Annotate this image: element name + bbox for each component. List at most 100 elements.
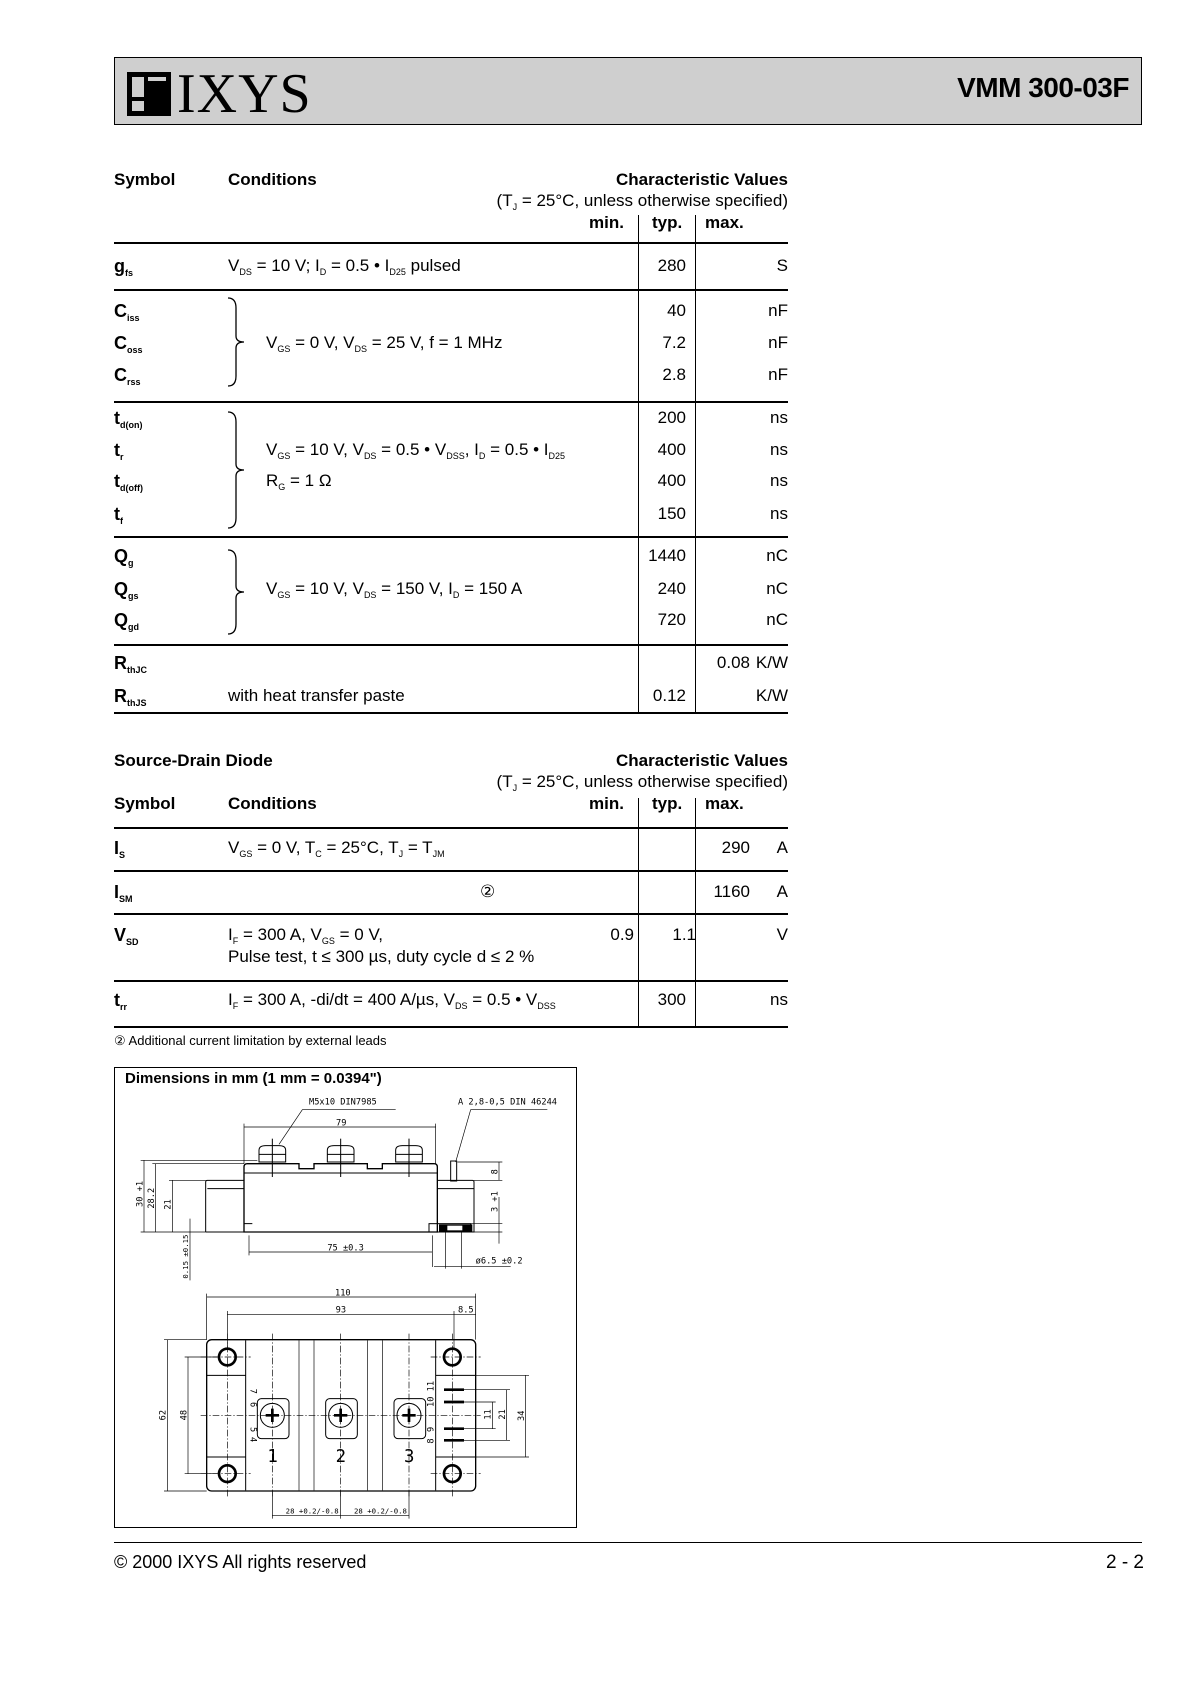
text-segment: V — [266, 579, 278, 598]
symbol: RthJS — [114, 686, 147, 708]
header-divider — [114, 242, 788, 244]
conditions: ② — [480, 882, 495, 902]
symbol: tf — [114, 504, 123, 526]
row-divider — [114, 870, 788, 872]
column-divider-min-typ — [638, 243, 639, 712]
value-typ: 400 — [657, 440, 686, 459]
symbol-letter: I — [114, 882, 120, 902]
text-segment: = 25°C, unless otherwise specified) — [517, 772, 788, 791]
side-view — [140, 1109, 548, 1281]
logo-text: IXYS — [177, 63, 312, 125]
symbol-letter: V — [114, 925, 127, 945]
dim-62: 62 — [159, 1410, 169, 1420]
symbol-subscript: gd — [128, 622, 140, 632]
pin-label-7: 7 — [248, 1389, 258, 1394]
package-outline-drawing: M5x10 DIN7985 A 2,8-0,5 DIN 46244 79 30 … — [135, 1097, 557, 1519]
dim-34: 34 — [517, 1411, 527, 1421]
conditions-line-2: Pulse test, t ≤ 300 µs, duty cycle d ≤ 2… — [228, 947, 534, 967]
tab-spec-label: A 2,8-0,5 DIN 46244 — [458, 1097, 557, 1107]
symbol-subscript: oss — [127, 345, 143, 355]
conditions: VGS = 0 V, TC = 25°C, TJ = TJM — [228, 838, 445, 859]
dim-21: 21 — [164, 1199, 174, 1209]
row-divider — [114, 712, 788, 714]
text-segment: C — [315, 849, 322, 859]
text-segment: DS — [363, 590, 377, 600]
row-divider — [114, 536, 788, 538]
temperature-note: (TJ = 25°C, unless otherwise specified) — [497, 191, 788, 212]
unit: nC — [766, 610, 788, 629]
symbol-letter: t — [114, 471, 120, 491]
symbol-subscript: fs — [125, 268, 134, 278]
dim-28a: 28 +0.2/-0.8 — [286, 1507, 339, 1516]
symbol-subscript: thJS — [127, 698, 147, 708]
text-segment: V — [266, 440, 278, 459]
unit: K/W — [755, 653, 788, 672]
text-segment: with heat transfer paste — [228, 686, 405, 705]
text-segment: Pulse test, t ≤ 300 µs, duty cycle d ≤ 2… — [228, 947, 535, 966]
symbol-letter: t — [114, 440, 120, 460]
pin-label-6: 6 — [248, 1402, 258, 1407]
header-characteristic-values: Characteristic Values — [616, 751, 788, 770]
header-conditions: Conditions — [228, 794, 317, 813]
conditions: IF = 300 A, -di/dt = 400 A/µs, VDS = 0.5… — [228, 990, 556, 1011]
symbol-letter: C — [114, 333, 127, 353]
unit: ns — [770, 440, 788, 459]
pin-label-9: 9 — [426, 1427, 436, 1432]
terminal-label-1: 1 — [267, 1447, 277, 1467]
dim-75: 75 ±0.3 — [327, 1243, 363, 1253]
symbol: IS — [114, 838, 125, 860]
row-divider — [114, 913, 788, 915]
text-segment: ② — [480, 882, 496, 901]
text-segment: = 0.5 • V — [467, 990, 538, 1009]
value-typ: 2.8 — [662, 365, 686, 384]
value-typ: 240 — [657, 579, 686, 598]
unit: A — [776, 838, 788, 857]
text-segment: = 150 V, I — [376, 579, 453, 598]
text-segment: = 150 A — [459, 579, 523, 598]
text-segment: = 0 V, — [334, 925, 383, 944]
text-segment: V — [228, 256, 240, 275]
symbol-letter: C — [114, 365, 127, 385]
pin-label-8: 8 — [426, 1438, 436, 1443]
symbol-letter: Q — [114, 546, 129, 566]
symbol: td(on) — [114, 408, 143, 430]
symbol-letter: R — [114, 653, 127, 673]
header-conditions: Conditions — [228, 170, 317, 189]
ixys-logo: IXYS — [127, 62, 312, 126]
dim-8-5: 8.5 — [458, 1306, 474, 1316]
text-segment: D — [319, 267, 327, 277]
header-typ: typ. — [652, 213, 683, 232]
text-segment: R — [266, 471, 279, 490]
text-segment: I — [228, 925, 233, 944]
symbol: VSD — [114, 925, 139, 947]
row-divider — [114, 827, 788, 829]
dim-110: 110 — [335, 1288, 351, 1298]
text-segment: I — [228, 990, 233, 1009]
symbol-subscript: SM — [119, 894, 133, 904]
header-min: min. — [589, 213, 624, 232]
header-typ: typ. — [652, 794, 683, 813]
value-typ: 200 — [657, 408, 686, 427]
unit: nF — [768, 301, 788, 320]
dim-30: 30 +1 — [135, 1181, 145, 1207]
dim-79: 79 — [336, 1118, 346, 1128]
unit: ns — [770, 990, 788, 1009]
dim-28-2: 28.2 — [147, 1188, 157, 1209]
column-divider-typ-max — [695, 215, 696, 242]
symbol-letter: C — [114, 301, 127, 321]
header-banner: IXYS VMM 300-03F — [114, 57, 1142, 125]
text-segment: DS — [239, 267, 252, 277]
text-segment: = 0.5 • I — [326, 256, 390, 275]
text-segment: D — [452, 590, 460, 600]
symbol-subscript: thJC — [127, 665, 147, 675]
symbol: Crss — [114, 365, 141, 387]
text-segment: (T — [496, 191, 513, 210]
text-segment: F — [232, 1001, 239, 1011]
unit: ns — [770, 408, 788, 427]
text-segment: J — [512, 202, 518, 212]
conditions-switching: VGS = 10 V, VDS = 0.5 • VDSS, ID = 0.5 •… — [266, 440, 565, 461]
value-typ: 40 — [667, 301, 686, 320]
conditions-gate-charge: VGS = 10 V, VDS = 150 V, ID = 150 A — [266, 579, 522, 600]
row-divider — [114, 1026, 788, 1028]
text-segment: DS — [455, 1001, 468, 1011]
